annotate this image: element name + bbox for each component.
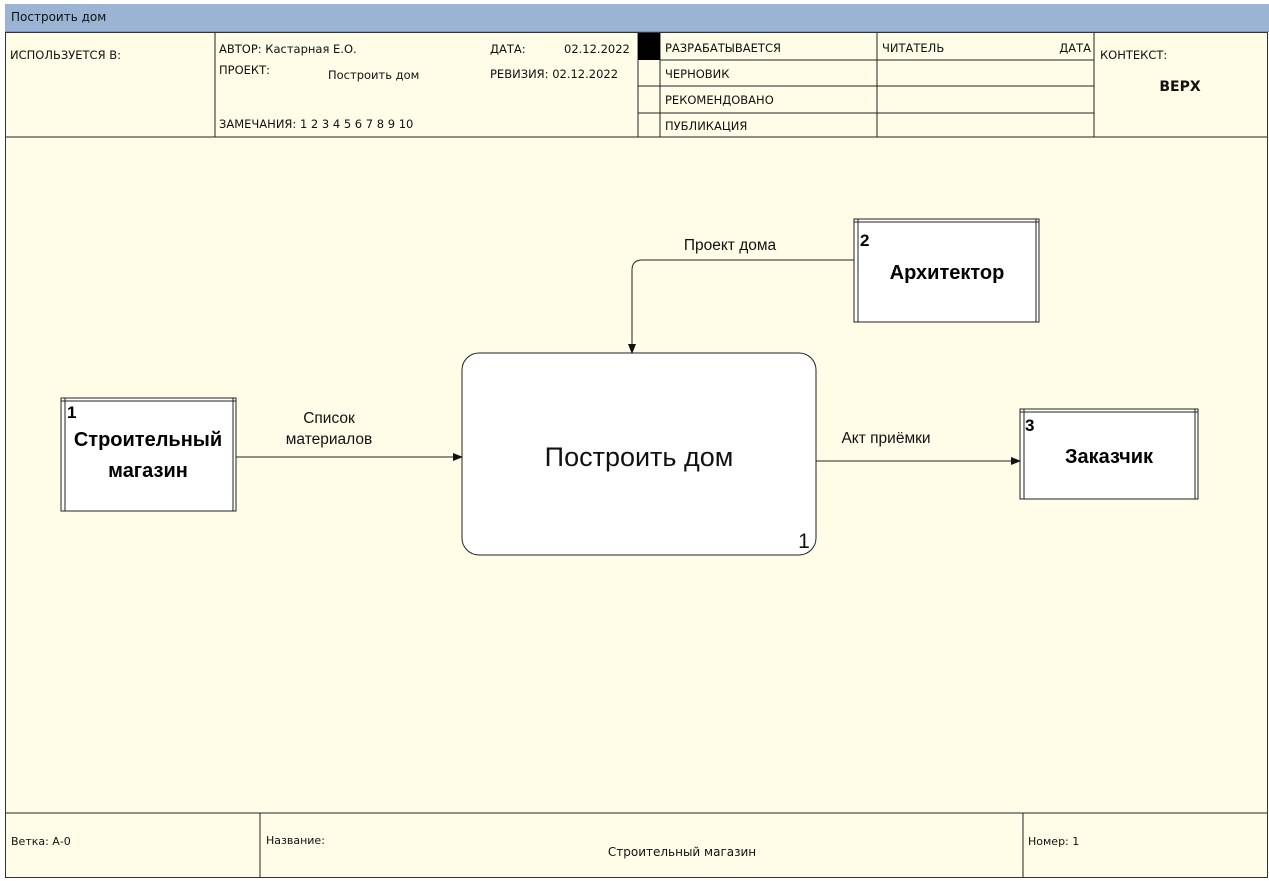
- header-frame: [6, 33, 1267, 138]
- entity-architect[interactable]: 2 Архитектор: [853, 218, 1040, 323]
- entity-store-line1: Строительный: [74, 429, 222, 451]
- name-label: Название:: [266, 834, 325, 847]
- entity-architect-number: 2: [860, 231, 869, 250]
- status-recommended: РЕКОМЕНДОВАНО: [665, 93, 774, 107]
- flow-house-project-label: Проект дома: [684, 237, 777, 254]
- flow-materials-line2: материалов: [286, 431, 372, 448]
- used-in-label: ИСПОЛЬЗУЕТСЯ В:: [10, 48, 121, 62]
- flow-acceptance[interactable]: Акт приёмки: [816, 430, 1021, 465]
- reader-date-label: ДАТА: [1059, 41, 1091, 55]
- window-title: Построить дом: [11, 10, 107, 24]
- entity-store[interactable]: 1 Строительный магазин: [60, 397, 237, 512]
- window-title-bar: Построить дом: [5, 4, 1269, 32]
- status-developing: РАЗРАБАТЫВАЕТСЯ: [665, 41, 781, 55]
- flow-house-project[interactable]: Проект дома: [628, 237, 854, 354]
- footer-frame: [6, 812, 1267, 877]
- entity-customer[interactable]: 3 Заказчик: [1019, 408, 1199, 500]
- revision-label: РЕВИЗИЯ: 02.12.2022: [490, 67, 618, 81]
- entity-customer-number: 3: [1025, 416, 1034, 435]
- flow-materials-line1: Список: [303, 410, 355, 427]
- author-label: АВТОР: Кастарная Е.О.: [219, 42, 357, 56]
- context-value: ВЕРХ: [1159, 79, 1200, 95]
- status-publication: ПУБЛИКАЦИЯ: [665, 119, 747, 133]
- flow-materials[interactable]: Список материалов: [236, 410, 463, 461]
- process-number: 1: [798, 530, 810, 553]
- entity-store-number: 1: [67, 403, 76, 422]
- diagram-canvas: ИСПОЛЬЗУЕТСЯ В: АВТОР: Кастарная Е.О. ПР…: [6, 33, 1267, 877]
- branch-label: Ветка: А-0: [11, 835, 71, 848]
- name-value: Строительный магазин: [608, 845, 756, 859]
- status-draft: ЧЕРНОВИК: [665, 67, 729, 81]
- reader-label: ЧИТАТЕЛЬ: [882, 41, 944, 55]
- entity-architect-name: Архитектор: [890, 262, 1005, 284]
- entity-customer-name: Заказчик: [1065, 446, 1154, 468]
- date-value: 02.12.2022: [564, 42, 630, 56]
- flow-acceptance-label: Акт приёмки: [841, 430, 930, 447]
- date-label: ДАТА:: [490, 42, 526, 56]
- process-box[interactable]: Построить дом 1: [461, 352, 817, 556]
- status-marker: [638, 33, 660, 60]
- number-label: Номер: 1: [1028, 835, 1079, 848]
- project-label: ПРОЕКТ:: [219, 63, 270, 77]
- process-name: Построить дом: [545, 442, 734, 472]
- context-label: КОНТЕКСТ:: [1100, 48, 1167, 62]
- idef-sheet: ИСПОЛЬЗУЕТСЯ В: АВТОР: Кастарная Е.О. ПР…: [5, 32, 1268, 878]
- entity-store-line2: магазин: [108, 460, 188, 482]
- project-value: Построить дом: [328, 68, 419, 82]
- notes-label: ЗАМЕЧАНИЯ: 1 2 3 4 5 6 7 8 9 10: [219, 117, 413, 131]
